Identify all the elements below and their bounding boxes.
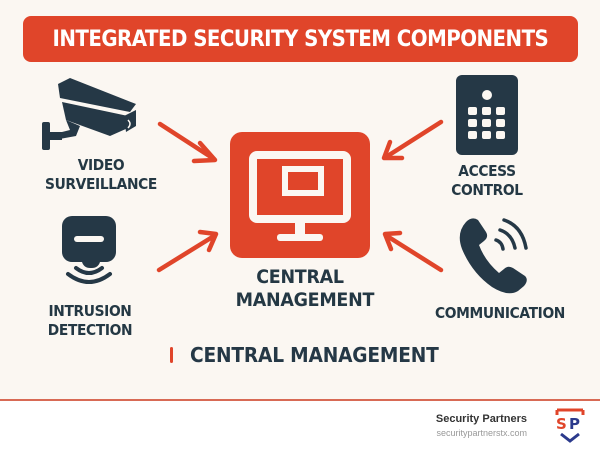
motion-sensor-icon [62, 212, 122, 288]
section-heading: CENTRAL MANAGEMENT [170, 340, 457, 370]
title-banner: INTEGRATED SECURITY SYSTEM COMPONENTS [23, 16, 578, 62]
svg-text:S: S [556, 415, 567, 433]
monitor-icon [249, 151, 351, 241]
arrow-communication-to-center [382, 230, 444, 273]
arrow-video-to-center [157, 121, 218, 164]
label-communication: COMMUNICATION [434, 304, 566, 322]
diagram-title: INTEGRATED SECURITY SYSTEM COMPONENTS [52, 26, 549, 52]
arrow-intrusion-to-center [156, 229, 219, 273]
security-partners-logo: S P [555, 407, 585, 443]
keypad-icon [456, 75, 518, 155]
central-management-box [230, 132, 370, 258]
label-intrusion-detection: INTRUSION DETECTION [47, 302, 133, 339]
label-video-surveillance: VIDEO SURVEILLANCE [45, 156, 157, 193]
label-access-control: ACCESS CONTROL [451, 162, 523, 199]
arrow-access-to-center [381, 119, 444, 161]
phone-icon [458, 214, 538, 298]
accent-bar [170, 347, 173, 363]
cctv-camera-icon [40, 76, 140, 156]
brand-name: Security Partners [435, 413, 527, 425]
brand-url[interactable]: securitypartnerstx.com [436, 428, 527, 438]
label-central-management: CENTRAL MANAGEMENT [235, 266, 375, 311]
footer [0, 401, 600, 451]
section-heading-text: CENTRAL MANAGEMENT [190, 343, 439, 367]
footer-divider [0, 399, 600, 401]
svg-text:P: P [569, 415, 580, 433]
